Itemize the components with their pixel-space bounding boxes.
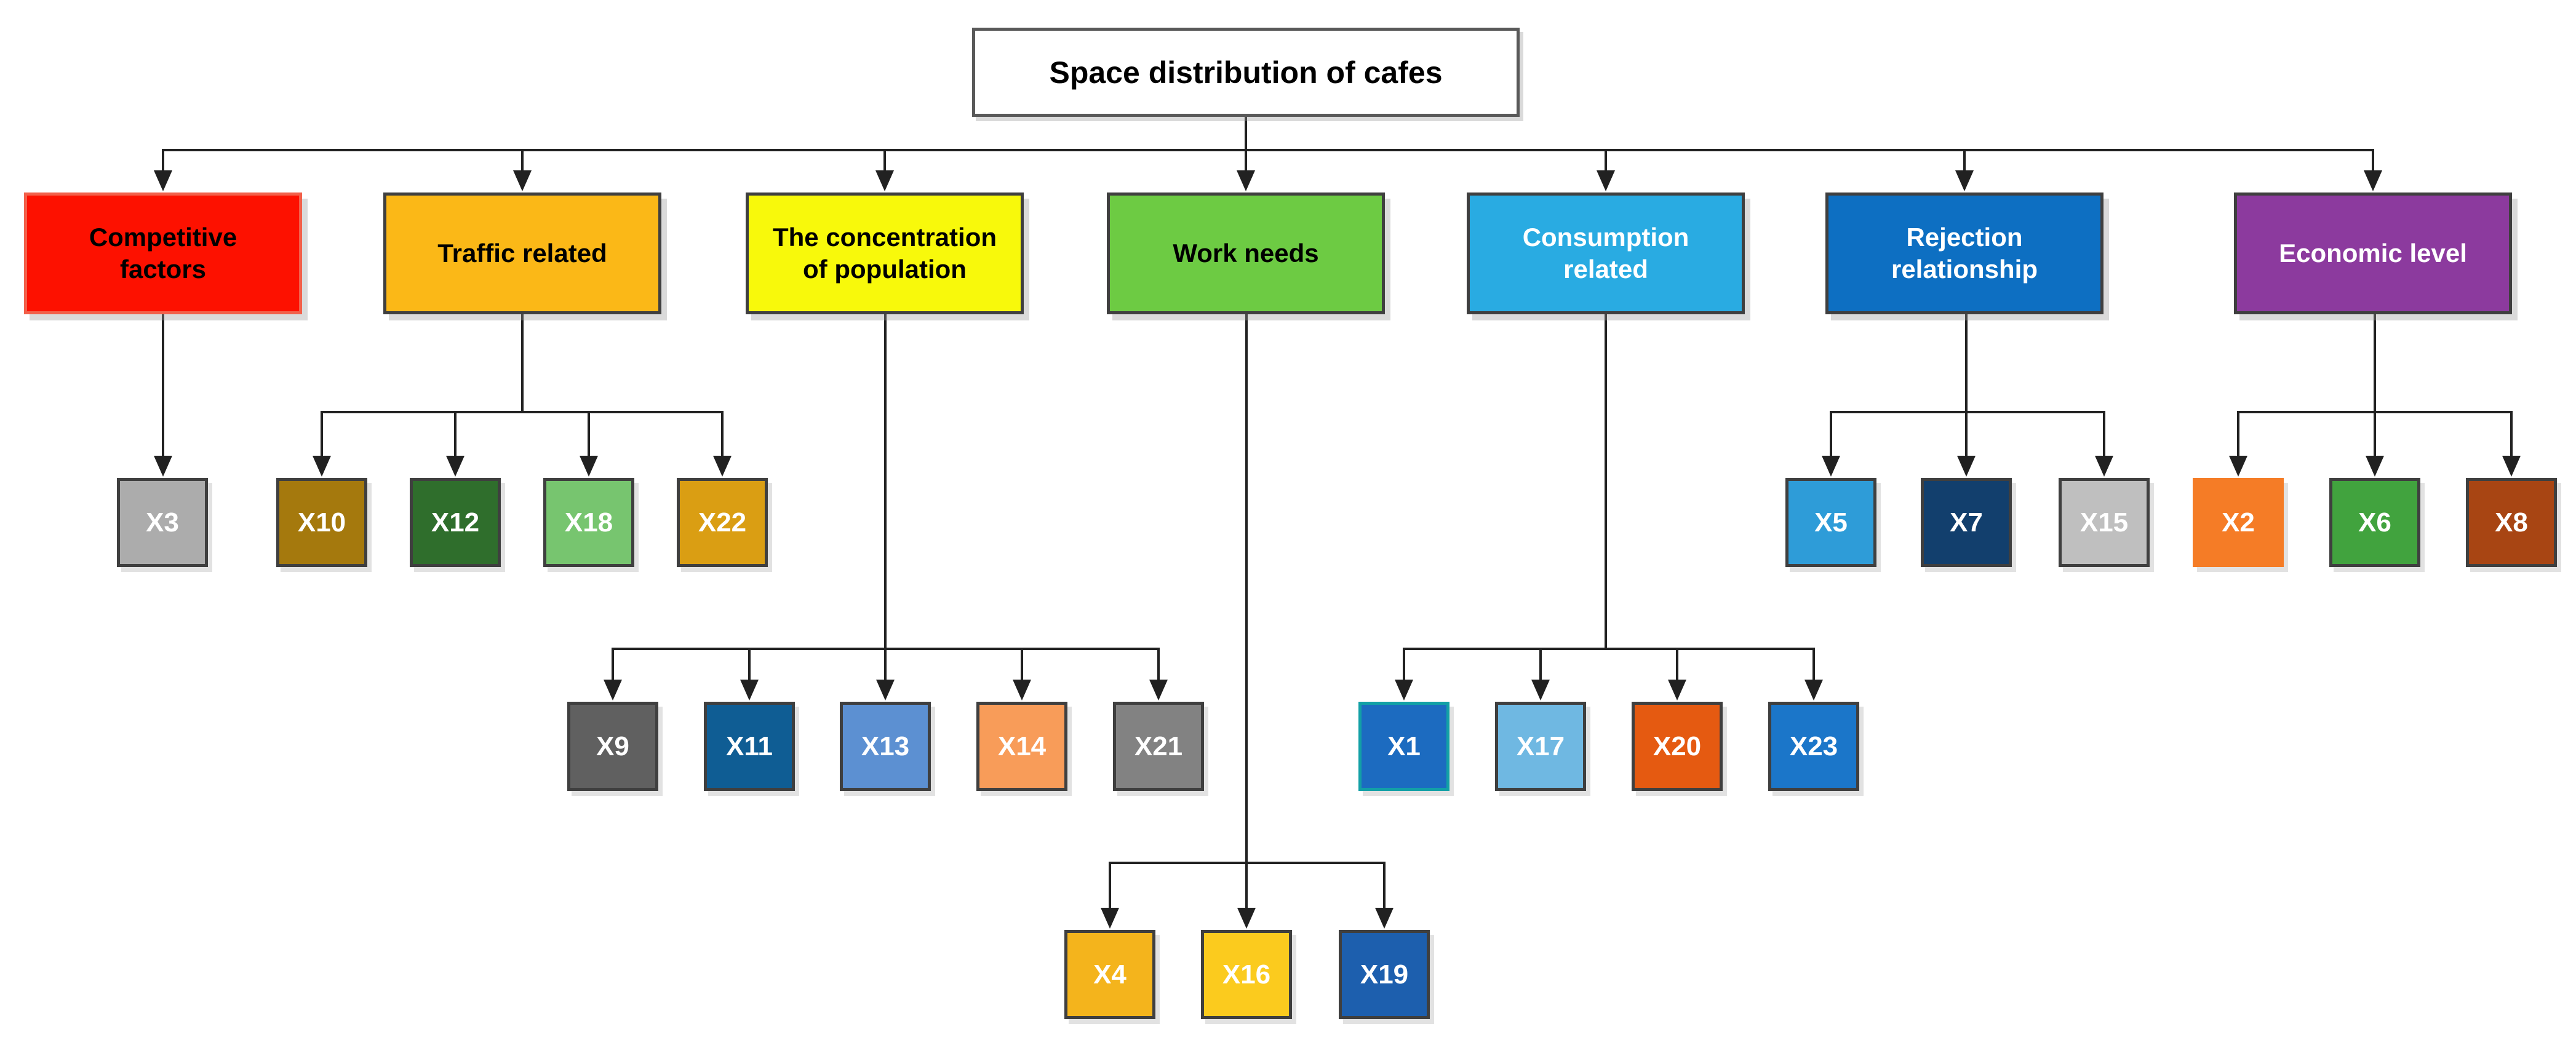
leaf-box-x2: X2 <box>2193 478 2284 567</box>
leaf-box-x16: X16 <box>1201 930 1292 1019</box>
leaf-box-x1: X1 <box>1358 702 1449 791</box>
leaf-box-x9: X9 <box>567 702 658 791</box>
leaf-box-x11: X11 <box>704 702 795 791</box>
leaf-box-x8: X8 <box>2466 478 2557 567</box>
leaf-box-x13: X13 <box>840 702 931 791</box>
leaf-box-x17: X17 <box>1495 702 1586 791</box>
category-box-rejection-relationship: Rejection relationship <box>1825 193 2103 314</box>
category-box-traffic-related: Traffic related <box>383 193 661 314</box>
leaf-box-x21: X21 <box>1113 702 1204 791</box>
category-box-work-needs: Work needs <box>1107 193 1385 314</box>
leaf-box-x6: X6 <box>2329 478 2420 567</box>
leaf-box-x7: X7 <box>1921 478 2012 567</box>
root-node-space-distribution: Space distribution of cafes <box>972 28 1520 117</box>
category-box-concentration-of-population: The concentration of population <box>746 193 1024 314</box>
leaf-box-x20: X20 <box>1632 702 1723 791</box>
category-box-economic-level: Economic level <box>2234 193 2512 314</box>
leaf-box-x10: X10 <box>276 478 367 567</box>
category-box-competitive-factors: Competitive factors <box>24 193 302 314</box>
leaf-box-x15: X15 <box>2059 478 2150 567</box>
leaf-box-x22: X22 <box>677 478 768 567</box>
leaf-box-x19: X19 <box>1339 930 1430 1019</box>
leaf-box-x3: X3 <box>117 478 208 567</box>
leaf-box-x14: X14 <box>976 702 1067 791</box>
leaf-box-x5: X5 <box>1785 478 1876 567</box>
category-box-consumption-related: Consumption related <box>1467 193 1745 314</box>
leaf-box-x12: X12 <box>410 478 501 567</box>
leaf-box-x23: X23 <box>1768 702 1859 791</box>
leaf-box-x4: X4 <box>1064 930 1155 1019</box>
leaf-box-x18: X18 <box>543 478 634 567</box>
